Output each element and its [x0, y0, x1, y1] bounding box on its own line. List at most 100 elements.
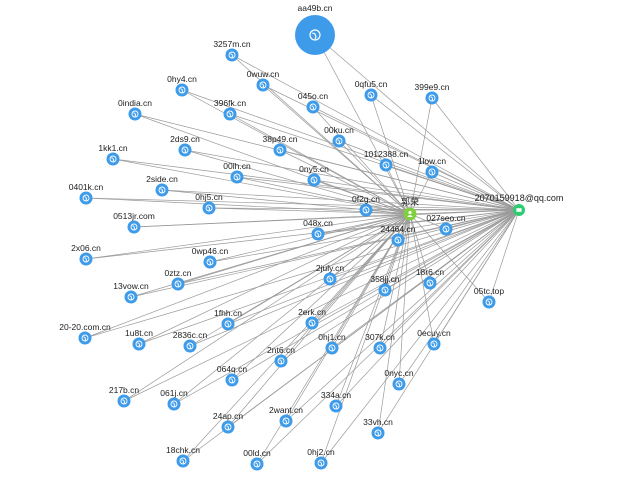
domain-node[interactable]: 2836c.cn	[173, 330, 208, 353]
edge-email	[335, 209, 520, 407]
domain-node[interactable]: 0ecuy.cn	[417, 328, 451, 351]
globe-icon	[428, 168, 436, 176]
domain-node[interactable]: 0ny5.cn	[299, 164, 329, 187]
domain-node[interactable]: 1012388.cn	[364, 149, 409, 172]
domain-node[interactable]: 358jj.cn	[370, 274, 400, 297]
domain-node[interactable]: 0wuw.cn	[247, 69, 280, 92]
edge-person	[84, 213, 411, 339]
globe-icon	[81, 334, 89, 342]
domain-node[interactable]: 2side.cn	[146, 174, 178, 197]
domain-node[interactable]: 0f2g.cn	[352, 194, 380, 217]
globe-icon	[381, 286, 389, 294]
domain-node[interactable]: 396fk.cn	[214, 98, 246, 121]
domain-node[interactable]: 0ztz.cn	[165, 268, 192, 291]
domain-label: 0qfu5.cn	[355, 79, 388, 89]
domain-node[interactable]: 38p49.cn	[263, 134, 298, 157]
domain-node[interactable]: 18r6.cn	[416, 267, 445, 290]
edge-email	[236, 176, 520, 211]
globe-icon	[277, 357, 285, 365]
big-domain-node[interactable]: aa49b.cn	[295, 3, 335, 55]
edge-email	[431, 97, 520, 211]
domain-node[interactable]: 00ku.cn	[324, 125, 354, 148]
domain-node[interactable]: 045o.cn	[298, 91, 329, 114]
domain-node[interactable]: 334a.cn	[321, 390, 352, 413]
domain-node[interactable]: 1low.cn	[418, 156, 447, 179]
domain-node[interactable]: 18chk.cn	[166, 445, 200, 468]
domain-label: 2nt6.cn	[267, 345, 295, 355]
domain-node[interactable]: 217b.cn	[109, 385, 140, 408]
globe-icon	[135, 340, 143, 348]
domain-node[interactable]: 1u8t.cn	[125, 328, 153, 351]
globe-icon	[332, 402, 340, 410]
domain-node[interactable]: 0wp46.cn	[192, 246, 229, 269]
edge-person	[236, 176, 411, 215]
edge-email	[314, 34, 520, 211]
edge-person	[320, 213, 411, 464]
domain-node[interactable]: 00lh.cn	[223, 161, 251, 184]
domain-node[interactable]: 3257m.cn	[213, 39, 251, 62]
domain-label: 0wp46.cn	[192, 246, 229, 256]
domain-label: 0hj5.cn	[195, 192, 223, 202]
domain-node[interactable]: 0401k.cn	[69, 182, 104, 205]
domain-node[interactable]: 24ap.cn	[213, 411, 244, 434]
domain-node[interactable]: 0india.cn	[118, 98, 152, 121]
domain-node[interactable]: 33vh.cn	[363, 417, 393, 440]
email-hub-node[interactable]: 2070159918@qq.com	[475, 193, 564, 216]
domain-node[interactable]: 2x06.cn	[71, 243, 101, 266]
domain-node[interactable]: 0nyc.cn	[384, 368, 414, 391]
domain-node[interactable]: 20-20.com.cn	[59, 322, 111, 345]
globe-icon	[485, 298, 493, 306]
globe-icon	[205, 204, 213, 212]
domain-node[interactable]: 2want.cn	[269, 405, 303, 428]
person-hub-node[interactable]: 郭荣	[401, 196, 419, 221]
domain-label: 00lh.cn	[223, 161, 251, 171]
domain-node[interactable]: 0hy4.cn	[167, 74, 197, 97]
domain-node[interactable]: 027seo.cn	[426, 213, 466, 236]
domain-node[interactable]: 24464.cn	[381, 224, 416, 247]
domain-node[interactable]: 0qfu5.cn	[355, 79, 388, 102]
domain-label: 2july.cn	[316, 263, 344, 273]
edge-email	[173, 209, 520, 405]
domain-node[interactable]: 2ds9.cn	[170, 134, 200, 157]
domain-node[interactable]: 0hj5.cn	[195, 192, 223, 215]
domain-node[interactable]: 1kk1.cn	[98, 143, 128, 166]
domain-node[interactable]: 2nt6.cn	[267, 345, 295, 368]
domain-label: 1fhh.cn	[214, 308, 242, 318]
domain-label: 0401k.cn	[69, 182, 104, 192]
domain-node[interactable]: 13vow.cn	[113, 281, 149, 304]
domain-node[interactable]: 0513jr.com	[113, 211, 155, 234]
domain-node[interactable]: 399e9.cn	[415, 82, 450, 105]
edge-email	[123, 209, 520, 402]
globe-icon	[309, 29, 321, 41]
globe-icon	[282, 417, 290, 425]
domain-node[interactable]: 1fhh.cn	[214, 308, 242, 331]
globe-icon	[206, 258, 214, 266]
edge-email	[320, 209, 520, 464]
domain-label: 24464.cn	[381, 224, 416, 234]
domain-label: 1kk1.cn	[98, 143, 128, 153]
globe-icon	[181, 146, 189, 154]
domain-node[interactable]: 061j.cn	[160, 388, 188, 411]
edge-hub	[409, 209, 520, 215]
domain-node[interactable]: 2july.cn	[316, 263, 344, 286]
domain-label: 18chk.cn	[166, 445, 200, 455]
edge-email	[262, 84, 520, 211]
domain-node[interactable]: 0hj1.cn	[318, 332, 346, 355]
domain-node[interactable]: 048x.cn	[303, 218, 333, 241]
edge-email	[311, 209, 520, 324]
globe-icon	[224, 423, 232, 431]
domain-label: 334a.cn	[321, 390, 352, 400]
globe-icon	[127, 293, 135, 301]
domain-node[interactable]: 05tc.top	[474, 286, 505, 309]
domain-node[interactable]: 064q.cn	[217, 364, 248, 387]
domain-node[interactable]: 2erk.cn	[298, 307, 326, 330]
edge-email	[279, 149, 520, 211]
globe-icon	[394, 236, 402, 244]
domain-node[interactable]: 0hj2.cn	[307, 447, 335, 470]
domain-node[interactable]: 307k.cn	[365, 332, 395, 355]
globe-icon	[228, 376, 236, 384]
domain-node[interactable]: 00ld.cn	[243, 448, 271, 471]
domain-label: 00ku.cn	[324, 125, 354, 135]
domain-label: 399e9.cn	[415, 82, 450, 92]
